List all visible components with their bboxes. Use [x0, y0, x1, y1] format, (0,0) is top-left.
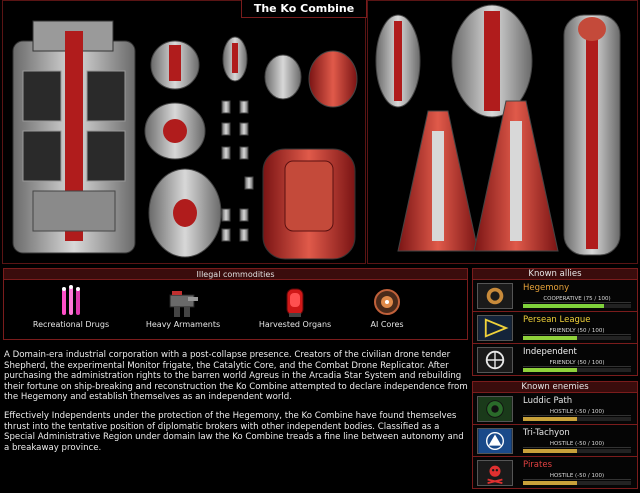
commodity-label: AI Cores — [370, 320, 404, 329]
enemy-status: HOSTILE (-50 / 100) — [523, 408, 631, 416]
commodity-label: Heavy Armaments — [145, 320, 221, 329]
ally-row-independent[interactable]: Independent FRIENDLY (50 / 100) — [472, 344, 638, 376]
ally-status: FRIENDLY (50 / 100) — [523, 327, 631, 335]
commodity-recreational-drugs[interactable]: Recreational Drugs — [16, 283, 126, 339]
organs-icon — [286, 288, 304, 317]
pirates-icon — [477, 460, 513, 486]
faction-description: A Domain-era industrial corporation with… — [4, 350, 469, 461]
relation-bar-fill — [523, 481, 577, 485]
ally-status: COOPERATIVE (75 / 100) — [523, 295, 631, 303]
frigate-sprites — [144, 36, 358, 260]
ally-name: Hegemony — [523, 283, 570, 293]
ally-row-persean-league[interactable]: Persean League FRIENDLY (50 / 100) — [472, 312, 638, 344]
ship-sprites-left — [12, 20, 358, 260]
enemy-name: Pirates — [523, 460, 552, 470]
enemy-row-luddic-path[interactable]: Luddic Path HOSTILE (-50 / 100) — [472, 393, 638, 425]
faction-title: The Ko Combine — [241, 0, 367, 18]
known-allies-panel: Known allies Hegemony COOPERATIVE (75 / … — [472, 268, 638, 376]
known-enemies-panel: Known enemies Luddic Path HOSTILE (-50 /… — [472, 381, 638, 489]
ally-row-hegemony[interactable]: Hegemony COOPERATIVE (75 / 100) — [472, 280, 638, 312]
commodity-ai-cores[interactable]: AI Cores — [332, 283, 442, 339]
relation-bar-fill — [523, 368, 577, 372]
ally-status: FRIENDLY (50 / 100) — [523, 359, 631, 367]
relation-bar — [523, 368, 631, 372]
relation-bar-fill — [523, 417, 577, 421]
commodity-label: Harvested Organs — [258, 320, 332, 329]
relation-bar — [523, 304, 631, 308]
ship-sprites-right — [375, 4, 621, 256]
enemy-name: Luddic Path — [523, 396, 573, 406]
ai-core-icon — [374, 289, 400, 315]
relation-bar-fill — [523, 449, 577, 453]
enemy-status: HOSTILE (-50 / 100) — [523, 472, 631, 480]
capital-ship-sprite — [12, 20, 136, 254]
independent-icon — [477, 347, 513, 373]
illegal-commodities-panel: Illegal commodities Recreational Drugs H… — [3, 268, 468, 340]
hegemony-icon — [477, 283, 513, 309]
ally-name: Persean League — [523, 315, 591, 325]
drugs-icon — [62, 285, 80, 315]
luddic-path-icon — [477, 396, 513, 422]
ally-name: Independent — [523, 347, 577, 357]
description-paragraph-2: Effectively Independents under the prote… — [4, 410, 464, 453]
enemy-status: HOSTILE (-50 / 100) — [523, 440, 631, 448]
commodity-label: Recreational Drugs — [32, 320, 110, 329]
tri-tachyon-icon — [477, 428, 513, 454]
relation-bar — [523, 449, 631, 453]
commodities-header: Illegal commodities — [4, 269, 467, 280]
relation-bar-fill — [523, 336, 577, 340]
persean-icon — [477, 315, 513, 341]
commodity-harvested-organs[interactable]: Harvested Organs — [240, 283, 350, 339]
enemy-row-pirates[interactable]: Pirates HOSTILE (-50 / 100) — [472, 457, 638, 489]
enemy-name: Tri-Tachyon — [523, 428, 570, 438]
armaments-icon — [169, 291, 198, 317]
enemy-row-tri-tachyon[interactable]: Tri-Tachyon HOSTILE (-50 / 100) — [472, 425, 638, 457]
cruiser-sprites — [375, 4, 621, 256]
relation-bar — [523, 417, 631, 421]
relation-bar — [523, 481, 631, 485]
ship-showcase-right — [367, 0, 638, 264]
relation-bar-fill — [523, 304, 604, 308]
enemies-header: Known enemies — [472, 381, 638, 393]
relation-bar — [523, 336, 631, 340]
description-paragraph-1: A Domain-era industrial corporation with… — [4, 350, 468, 403]
ship-showcase-left — [2, 0, 366, 264]
commodity-heavy-armaments[interactable]: Heavy Armaments — [128, 283, 238, 339]
allies-header: Known allies — [472, 268, 638, 280]
